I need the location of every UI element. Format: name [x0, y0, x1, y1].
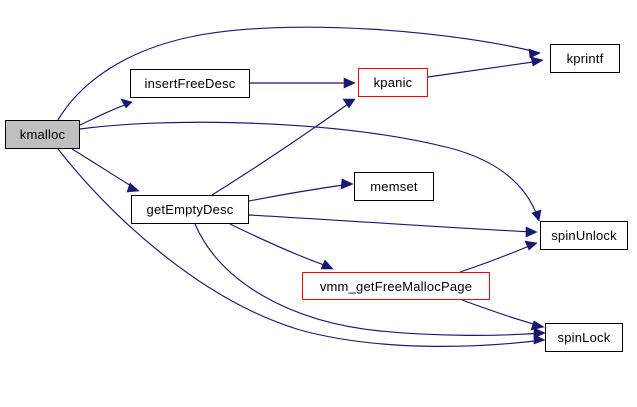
edge-vmm-getfreemallocpage-spinunlock: [459, 243, 535, 273]
arrowhead-kmalloc-insertfreedesc: [120, 98, 133, 109]
arrowhead-kmalloc-spinunlock: [531, 209, 542, 222]
edge-kmalloc-spinlock: [57, 148, 544, 347]
edge-getemptydesc-vmm-getfreemallocpage: [229, 223, 331, 268]
node-label-getemptydesc: getEmptyDesc: [146, 202, 234, 217]
arrowhead-vmm-getfreemallocpage-spinlock: [530, 320, 545, 331]
node-label-kpanic: kpanic: [373, 75, 413, 90]
node-label-spinunlock: spinUnlock: [551, 228, 617, 243]
arrowhead-vmm-getfreemallocpage-spinunlock: [524, 240, 538, 251]
arrowhead-getemptydesc-memset: [340, 178, 354, 190]
edge-getemptydesc-memset: [248, 183, 351, 202]
node-insertfreedesc[interactable]: insertFreeDesc: [130, 69, 250, 98]
node-memset[interactable]: memset: [354, 172, 434, 201]
node-label-insertfreedesc: insertFreeDesc: [144, 76, 236, 91]
arrowhead-getemptydesc-vmm-getfreemallocpage: [320, 259, 334, 270]
node-spinlock[interactable]: spinLock: [545, 323, 623, 352]
node-label-memset: memset: [370, 179, 418, 194]
arrowhead-kmalloc-spinlock: [533, 334, 546, 345]
edge-getemptydesc-spinunlock: [248, 214, 535, 233]
edge-getemptydesc-spinlock: [194, 223, 544, 336]
edge-getemptydesc-kpanic: [211, 100, 353, 196]
edge-kmalloc-getemptydesc: [71, 148, 137, 190]
arrowhead-getemptydesc-spinunlock: [525, 226, 538, 238]
node-vmm-getfreemallocpage[interactable]: vmm_getFreeMallocPage: [302, 272, 490, 300]
arrowhead-kmalloc-kprintf: [528, 48, 541, 59]
arrowhead-kpanic-kprintf: [530, 56, 544, 67]
edge-kmalloc-kprintf: [57, 26, 541, 121]
node-spinunlock[interactable]: spinUnlock: [540, 221, 628, 250]
arrowhead-getemptydesc-spinlock: [533, 327, 546, 339]
arrowhead-kmalloc-getemptydesc: [126, 182, 140, 193]
node-label-kprintf: kprintf: [566, 51, 604, 66]
edge-kmalloc-spinunlock: [79, 121, 539, 219]
node-label-spinlock: spinLock: [557, 330, 611, 345]
edge-kpanic-kprintf: [427, 60, 541, 78]
arrowhead-insertfreedesc-kpanic: [343, 77, 356, 89]
arrowhead-getemptydesc-kpanic: [342, 98, 356, 109]
node-label-kmalloc: kmalloc: [19, 127, 66, 142]
edge-vmm-getfreemallocpage-spinlock: [461, 299, 542, 327]
node-kmalloc[interactable]: kmalloc: [5, 120, 80, 149]
node-kpanic[interactable]: kpanic: [358, 68, 428, 97]
node-getemptydesc[interactable]: getEmptyDesc: [131, 195, 249, 224]
node-label-vmm-getfreemallocpage: vmm_getFreeMallocPage: [319, 278, 473, 294]
node-kprintf[interactable]: kprintf: [550, 44, 620, 73]
edge-kmalloc-insertfreedesc: [79, 102, 131, 126]
